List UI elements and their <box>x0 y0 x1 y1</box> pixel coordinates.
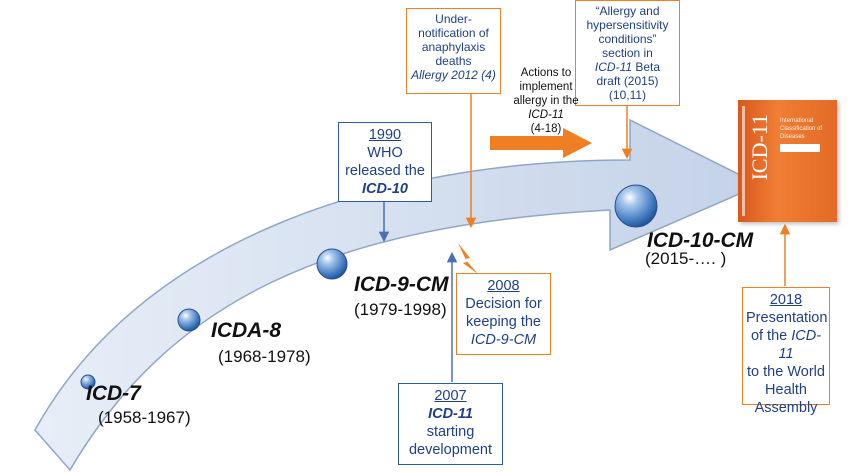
actions-line3: allergy in the <box>513 95 579 107</box>
dev-line1: starting <box>426 424 475 440</box>
beta-line1: “Allergy and <box>595 4 660 18</box>
book-line3: Diseases <box>780 134 805 140</box>
book-title: ICD-11 <box>747 114 772 181</box>
beta-line2: hypersensitivity <box>586 18 669 32</box>
milestone-ball-icd7 <box>80 374 96 390</box>
event-icd10cm: ICD-10-CM <box>647 229 754 252</box>
beta-name: ICD-11 <box>594 60 633 74</box>
actions-line2: implement <box>519 81 573 93</box>
decision-line1: Decision for <box>465 296 542 312</box>
beta-line7: (10,11) <box>608 88 647 102</box>
pres-line5: Assembly <box>754 400 818 416</box>
lightning-bolt-icon <box>458 243 478 274</box>
actions-text: Actions to implement allergy in the ICD-… <box>500 66 592 136</box>
years-icd7: (1958-1967) <box>98 408 191 427</box>
under-line2: notification of <box>418 26 489 40</box>
actions-block-arrow <box>490 128 592 158</box>
beta-line6: draft (2015) <box>596 74 659 88</box>
book-line1: International <box>780 118 814 124</box>
actions-line5: (4-18) <box>530 123 562 135</box>
pres-line4: Health <box>765 382 807 398</box>
box-who-1990: 1990 WHO released the ICD-10 <box>338 122 432 202</box>
event-icd9cm: ICD-9-CM <box>354 273 449 296</box>
under-ref: Allergy 2012 (4) <box>411 68 496 82</box>
who-name: ICD-10 <box>362 181 408 197</box>
book-strip <box>780 144 820 152</box>
year-2007: 2007 <box>434 388 467 404</box>
years-icd10cm: (2015-…. ) <box>645 249 727 268</box>
pres-name: ICD-11 <box>778 328 822 362</box>
under-line3: anaphylaxis <box>421 40 486 54</box>
who-line2: released the <box>345 163 425 179</box>
milestone-ball-icda8 <box>177 308 201 332</box>
pres-line2: of the ICD-11 <box>746 327 826 363</box>
year-2018: 2018 <box>769 292 803 308</box>
event-icda8: ICDA-8 <box>211 319 282 342</box>
milestone-ball-icd9cm <box>316 248 348 280</box>
event-icd7: ICD-7 <box>86 382 141 405</box>
actions-name: ICD-11 <box>528 109 564 121</box>
year-1990: 1990 <box>368 127 402 143</box>
box-underreport: Under- notification of anaphylaxis death… <box>406 8 501 94</box>
beta-line4: section in <box>602 46 653 60</box>
decision-line2: keeping the <box>466 314 541 330</box>
beta-line5b: Beta <box>632 60 661 74</box>
actions-line1: Actions to <box>520 67 572 79</box>
timeline-arrow <box>34 118 762 472</box>
beta-line3: conditions” <box>598 32 657 46</box>
decision-name: ICD-9-CM <box>470 332 537 348</box>
dev-name: ICD-11 <box>428 406 473 422</box>
pres-line3: to the World <box>747 364 825 380</box>
box-beta: “Allergy and hypersensitivity conditions… <box>575 0 680 106</box>
icd11-book-cover: ICD-11 International Classification of D… <box>738 100 837 222</box>
pres-line2a: of the <box>750 328 792 344</box>
dev-line2: development <box>408 442 493 458</box>
book-line2: Classification of <box>780 126 823 132</box>
box-presentation-2018: 2018 Presentation of the ICD-11 to the W… <box>742 287 830 416</box>
under-line1: Under- <box>435 12 472 26</box>
book-spine-line <box>742 106 745 216</box>
pres-line1: Presentation <box>746 310 828 326</box>
who-line1: WHO <box>367 145 403 161</box>
beta-line5: ICD-11 Beta <box>579 60 676 74</box>
years-icda8: (1968-1978) <box>218 347 311 366</box>
years-icd9cm: (1979-1998) <box>354 300 447 319</box>
under-line4: deaths <box>435 54 472 68</box>
year-2008: 2008 <box>487 278 520 294</box>
box-dev-2007: 2007 ICD-11 starting development <box>398 383 503 465</box>
milestone-ball-icd10cm <box>614 184 658 228</box>
box-decision-2008: 2008 Decision for keeping the ICD-9-CM <box>456 273 551 355</box>
